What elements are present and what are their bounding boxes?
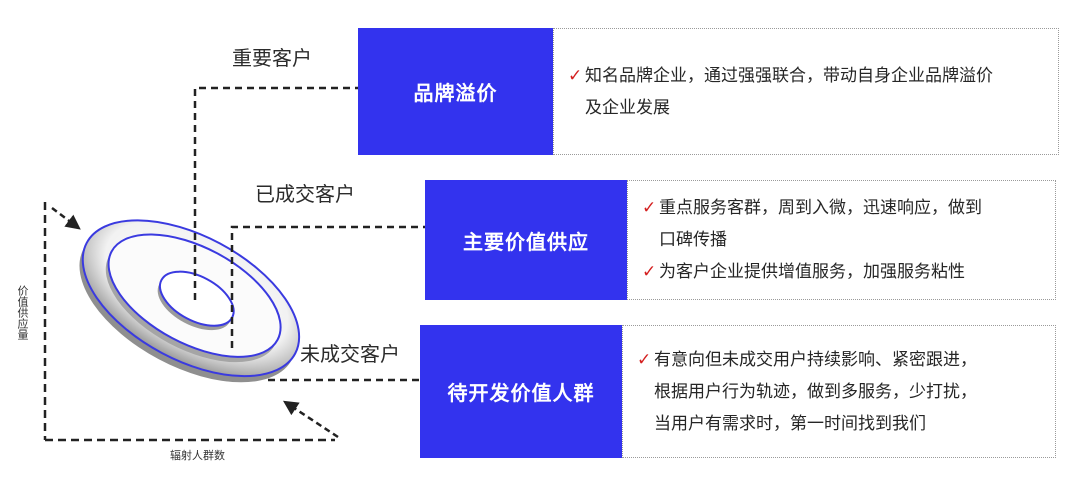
desc-line: ✓重点服务客群，周到入微，迅速响应，做到: [642, 192, 1041, 224]
arrow-upper: [51, 207, 81, 230]
check-icon: ✓: [637, 349, 652, 370]
box-brand-premium: 品牌溢价: [358, 28, 553, 155]
connectors: [193, 86, 425, 382]
desc-line: ✓为客户企业提供增值服务，加强服务粘性: [642, 256, 1041, 288]
arrow-lower: [282, 400, 339, 439]
box-potential-value-group: 待开发价值人群: [420, 325, 622, 458]
group-label-important: 重要客户: [232, 46, 312, 70]
desc-line: 根据用户行为轨迹，做到多服务，少打扰，: [654, 381, 977, 402]
x-axis-label: 辐射人群数: [170, 449, 225, 462]
desc-main-value-supply: ✓重点服务客群，周到入微，迅速响应，做到 口碑传播 ✓为客户企业提供增值服务，加…: [627, 180, 1056, 300]
desc-potential-value-group: ✓有意向但未成交用户持续影响、紧密跟进， 根据用户行为轨迹，做到多服务，少打扰，…: [622, 325, 1056, 458]
check-icon: ✓: [642, 262, 657, 282]
desc-line: ✓有意向但未成交用户持续影响、紧密跟进，: [637, 344, 1041, 376]
box-main-value-supply: 主要价值供应: [425, 180, 627, 300]
desc-line: ✓知名品牌企业，通过强强联合，带动自身企业品牌溢价: [568, 60, 1044, 92]
group-label-closed: 已成交客户: [255, 182, 355, 206]
check-icon: ✓: [568, 65, 583, 86]
inner-ring: [157, 270, 235, 331]
desc-brand-premium: ✓知名品牌企业，通过强强联合，带动自身企业品牌溢价 及企业发展: [553, 28, 1059, 155]
axes: [43, 202, 335, 442]
desc-line: 及企业发展: [585, 97, 670, 118]
check-icon: ✓: [642, 198, 657, 218]
y-axis-label: 价值供应量: [16, 285, 29, 340]
group-label-not-closed: 未成交客户: [300, 342, 400, 366]
desc-line: 当用户有需求时，第一时间找到我们: [654, 413, 926, 434]
desc-line: 口碑传播: [659, 230, 727, 250]
